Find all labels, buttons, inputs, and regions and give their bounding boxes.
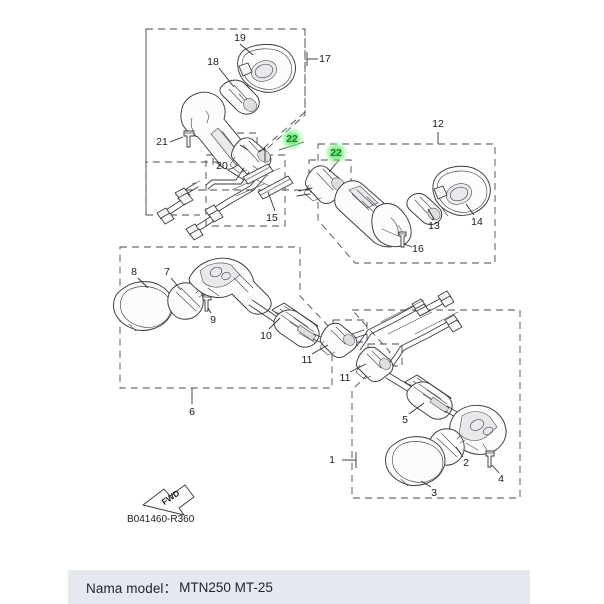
group-boundary-12 [317, 132, 496, 264]
callout-22a: 22 [286, 133, 298, 145]
callout-leader-inner-1 [258, 147, 266, 162]
part-5-stem [385, 372, 468, 424]
callout-20: 20 [216, 160, 228, 172]
group-boundary-1 [342, 309, 521, 499]
callout-10: 10 [260, 330, 272, 342]
part-12-signal-body [334, 180, 412, 248]
callout-21: 21 [156, 136, 168, 148]
callout-22b: 22 [330, 147, 342, 159]
model-label: Nama model： [86, 581, 178, 596]
part-19-housing [237, 43, 296, 94]
wiring-lower [356, 290, 463, 367]
model-value: MTN250 MT-25 [179, 579, 273, 595]
part-4-screw [482, 443, 495, 468]
callout-13: 13 [428, 220, 440, 232]
part-11b-connector [355, 346, 394, 382]
part-16-screw [397, 224, 407, 248]
callout-3: 3 [431, 487, 437, 499]
diagram-code: B041460-R360 [127, 514, 195, 525]
callout-14: 14 [471, 216, 483, 228]
callout-5: 5 [402, 414, 408, 426]
part-21-screw [183, 130, 195, 148]
callout-12: 12 [432, 118, 444, 130]
fwd-arrow-marker: FWD [142, 484, 195, 516]
wiring-harness [156, 163, 294, 241]
model-info-bar: Nama model： MTN250 MT-25 [68, 570, 530, 604]
callout-11b: 11 [340, 372, 351, 384]
callout-17: 17 [319, 53, 331, 65]
callout-4: 4 [498, 473, 504, 485]
part-18-socket [219, 79, 260, 115]
callout-6: 6 [189, 406, 195, 418]
group-boundary-6 [119, 246, 333, 404]
part-11a-connector [319, 322, 368, 358]
callout-numbers: 1 2 3 4 5 6 7 8 9 10 11 11 12 13 14 15 1… [131, 32, 504, 499]
part-14-lens [432, 165, 491, 217]
callout-11a: 11 [302, 354, 313, 366]
highlight-glow-22a [279, 126, 305, 152]
callout-16: 16 [412, 243, 424, 255]
callout-18: 18 [207, 56, 219, 68]
callout-15: 15 [266, 212, 278, 224]
callout-8: 8 [131, 266, 137, 278]
part-3-lens [385, 436, 446, 487]
callout-1: 1 [329, 454, 335, 466]
callout-9: 9 [210, 314, 216, 326]
callout-7: 7 [164, 266, 170, 278]
callout-2: 2 [463, 457, 469, 469]
callout-19: 19 [234, 32, 246, 44]
part-6-signal-body [188, 257, 272, 315]
highlight-glow-22b [323, 140, 349, 166]
part-8-lens [113, 281, 174, 332]
